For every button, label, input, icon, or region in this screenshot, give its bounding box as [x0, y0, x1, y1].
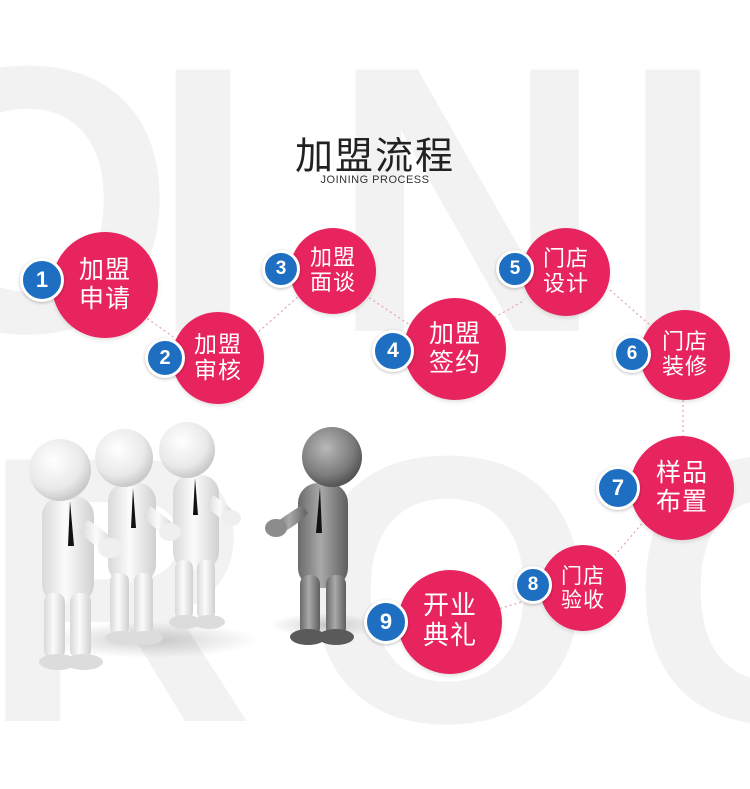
step-4-line2: 签约: [428, 348, 481, 377]
step-1-badge: 1: [20, 258, 64, 302]
step-7-circle: 样品 布置: [630, 436, 734, 540]
step-3-circle: 加盟 面谈: [290, 228, 376, 314]
step-9-badge: 9: [364, 600, 408, 644]
step-2-line2: 审核: [194, 358, 242, 384]
step-7-badge: 7: [596, 466, 640, 510]
step-6-circle: 门店 装修: [640, 310, 730, 400]
step-8-badge: 8: [514, 566, 552, 604]
step-4-circle: 加盟 签约: [404, 298, 506, 400]
step-8-circle: 门店 验收: [540, 545, 626, 631]
step-6-badge: 6: [613, 335, 651, 373]
step-8-line1: 门店: [561, 563, 605, 588]
step-2-badge: 2: [145, 338, 185, 378]
white-figure: [29, 439, 122, 670]
step-9-line2: 典礼: [422, 621, 477, 651]
step-7-line1: 样品: [655, 458, 708, 488]
page-subtitle: JOINING PROCESS: [320, 174, 430, 186]
step-5-circle: 门店 设计: [522, 228, 610, 316]
step-9-line1: 开业: [422, 591, 477, 622]
step-5-badge: 5: [496, 250, 534, 288]
step-7-line2: 布置: [655, 487, 708, 516]
white-figure: [159, 422, 241, 629]
step-5-line1: 门店: [542, 246, 589, 272]
step-2-line1: 加盟: [194, 331, 242, 358]
grey-figure: [265, 427, 362, 645]
step-8-line2: 验收: [561, 588, 605, 612]
step-4-badge: 4: [372, 330, 414, 372]
step-1-line2: 申请: [78, 284, 131, 313]
step-3-line1: 加盟: [309, 245, 356, 271]
step-3-badge: 3: [262, 250, 300, 288]
step-2-circle: 加盟 审核: [172, 312, 264, 404]
white-figure: [95, 429, 181, 645]
step-9-circle: 开业 典礼: [398, 570, 502, 674]
step-6-line2: 装修: [661, 355, 708, 380]
step-6-line1: 门店: [661, 329, 708, 355]
step-1-line1: 加盟: [78, 255, 131, 285]
page-title: 加盟流程: [294, 134, 455, 178]
step-1-circle: 加盟 申请: [52, 232, 158, 338]
step-4-line1: 加盟: [428, 319, 481, 349]
step-3-line2: 面谈: [309, 271, 356, 296]
step-5-line2: 设计: [542, 272, 589, 297]
